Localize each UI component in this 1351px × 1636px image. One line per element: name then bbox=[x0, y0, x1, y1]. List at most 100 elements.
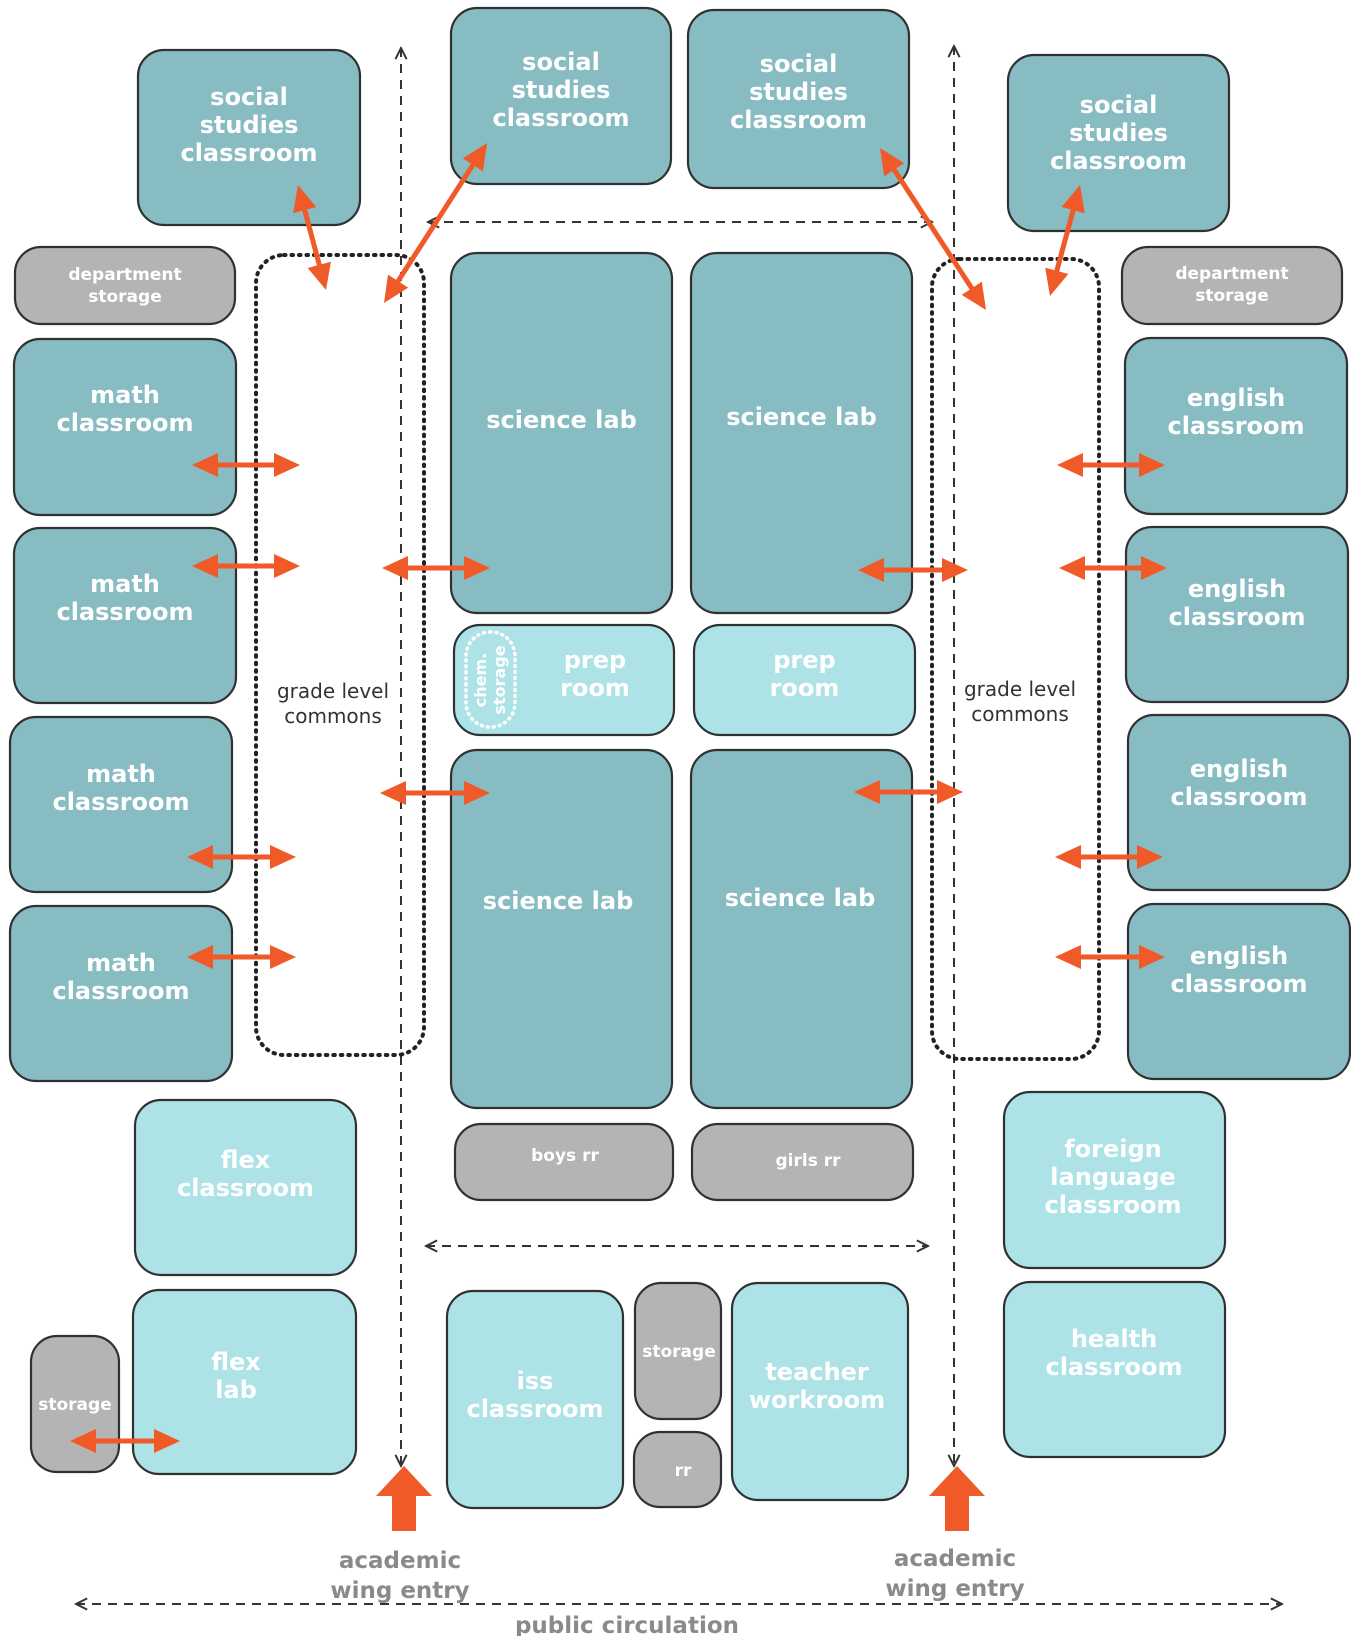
room-shape bbox=[690, 1122, 915, 1202]
room-shape bbox=[1002, 1280, 1227, 1459]
circulation-lines bbox=[76, 46, 1282, 1604]
room-shape bbox=[686, 8, 911, 190]
room-shape bbox=[449, 251, 674, 615]
room-shape bbox=[8, 904, 234, 1083]
room-shape bbox=[452, 623, 676, 737]
room-storage-center: storage bbox=[633, 1281, 723, 1421]
room-shape bbox=[692, 623, 917, 737]
circulation-arrow bbox=[1055, 845, 1163, 869]
circulation-arrow bbox=[1057, 453, 1165, 477]
room-shape bbox=[632, 1430, 723, 1509]
room-shape bbox=[453, 1122, 675, 1202]
room-label: science lab bbox=[726, 403, 877, 431]
room-shape bbox=[689, 251, 914, 615]
room-shape bbox=[1126, 713, 1351, 892]
room-shape bbox=[29, 1334, 121, 1474]
room-storage-left: storage bbox=[29, 1334, 121, 1474]
chem-storage-label: chem.storage bbox=[471, 645, 509, 714]
circulation-arrow bbox=[380, 781, 490, 805]
room-shape bbox=[449, 748, 674, 1110]
room-shape bbox=[131, 1288, 358, 1476]
commons-outline-left bbox=[254, 253, 426, 1057]
room-label: girls rr bbox=[775, 1151, 841, 1171]
room-science-lab-1: science lab bbox=[449, 251, 674, 615]
circulation-arrows bbox=[70, 143, 1167, 1453]
circulation-arrow bbox=[1059, 556, 1167, 580]
circulation-arrow bbox=[70, 1429, 180, 1453]
room-label: storage bbox=[38, 1395, 111, 1415]
room-shape bbox=[12, 526, 238, 705]
room-shape bbox=[13, 245, 237, 326]
room-shape bbox=[1006, 53, 1231, 233]
room-science-lab-4: science lab bbox=[689, 748, 914, 1110]
circulation-arrow bbox=[187, 845, 296, 869]
room-shape bbox=[12, 337, 238, 517]
chem-storage-outline bbox=[464, 630, 517, 729]
circulation-arrow bbox=[384, 143, 487, 303]
entry-arrow-left bbox=[376, 1466, 432, 1531]
circulation-arrow bbox=[293, 185, 331, 290]
circulation-arrow bbox=[1055, 945, 1165, 969]
room-label: rr bbox=[675, 1461, 692, 1481]
room-shape bbox=[8, 715, 234, 894]
room-shape bbox=[1002, 1090, 1227, 1270]
room-shape bbox=[689, 748, 914, 1110]
circulation-arrow bbox=[192, 554, 300, 578]
room-shape bbox=[730, 1281, 910, 1502]
room-chem-storage: chem.storage bbox=[464, 630, 517, 729]
entry-arrow-right bbox=[929, 1466, 985, 1531]
circulation-arrow bbox=[880, 148, 986, 310]
room-shape bbox=[1126, 902, 1351, 1081]
room-label: storage bbox=[642, 1342, 715, 1362]
circulation-arrow bbox=[854, 780, 963, 804]
room-label: science lab bbox=[486, 406, 637, 434]
circulation-arrow bbox=[382, 556, 490, 580]
circulation-arrow bbox=[192, 453, 300, 477]
room-science-lab-2: science lab bbox=[689, 251, 914, 615]
room-science-lab-3: science lab bbox=[449, 748, 674, 1110]
room-shape bbox=[1120, 245, 1344, 326]
room-shape bbox=[445, 1289, 625, 1510]
commons-outline-right bbox=[930, 257, 1101, 1061]
room-girls-rr: girls rr bbox=[690, 1122, 915, 1202]
room-label: boys rr bbox=[531, 1146, 599, 1166]
room-shape bbox=[136, 48, 362, 227]
room-shape bbox=[133, 1098, 358, 1277]
